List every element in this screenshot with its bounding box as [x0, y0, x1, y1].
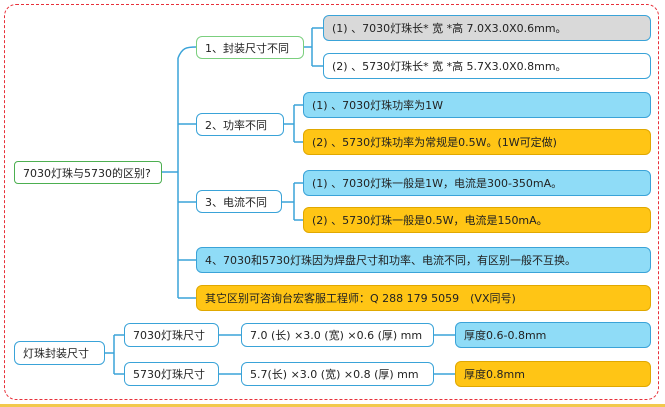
- package-dims-7030: 7.0 (长) ×3.0 (宽) ×0.6 (厚) mm: [241, 323, 434, 347]
- leaf-7030-size: (1) 、7030灯珠长* 宽 *高 7.0X3.0X0.6mm。: [323, 15, 651, 41]
- package-root-node: 灯珠封装尺寸: [14, 341, 105, 365]
- package-thickness-5730: 厚度0.8mm: [455, 361, 651, 387]
- connector-branch-1: [177, 46, 197, 59]
- connector-b2-trunk: [284, 105, 295, 142]
- dashed-frame: [4, 4, 659, 400]
- package-item-7030: 7030灯珠尺寸: [124, 323, 219, 347]
- leaf-7030-power: (1) 、7030灯珠功率为1W: [303, 92, 651, 118]
- contact-info: 其它区别可咨询台宏客服工程师：Q 288 179 5059 (VX同号): [196, 285, 651, 311]
- connector-pkg-trunk: [105, 335, 115, 374]
- connector-b1-trunk: [304, 28, 313, 66]
- branch-current: 3、电流不同: [196, 190, 282, 213]
- root-node: 7030灯珠与5730的区别?: [14, 161, 162, 184]
- package-dims-5730: 5.7(长) ×3.0 (宽) ×0.8 (厚) mm: [241, 362, 434, 386]
- package-thickness-7030: 厚度0.6-0.8mm: [455, 322, 651, 348]
- bottom-rule: [0, 404, 665, 407]
- leaf-5730-size: (2) 、5730灯珠长* 宽 *高 5.7X3.0X0.8mm。: [323, 53, 651, 79]
- connector-b3-trunk: [282, 183, 295, 220]
- leaf-7030-current: (1) 、7030灯珠一般是1W，电流是300-350mA。: [303, 170, 651, 196]
- branch-power: 2、功率不同: [196, 113, 284, 136]
- leaf-5730-current: (2) 、5730灯珠一般是0.5W，电流是150mA。: [303, 207, 651, 233]
- package-item-5730: 5730灯珠尺寸: [124, 362, 219, 386]
- leaf-5730-power: (2) 、5730灯珠功率为常规是0.5W。(1W可定做): [303, 129, 651, 155]
- branch-package-size: 1、封装尺寸不同: [196, 36, 304, 59]
- note-not-interchangeable: 4、7030和5730灯珠因为焊盘尺寸和功率、电流不同，有区别一般不互换。: [196, 247, 651, 273]
